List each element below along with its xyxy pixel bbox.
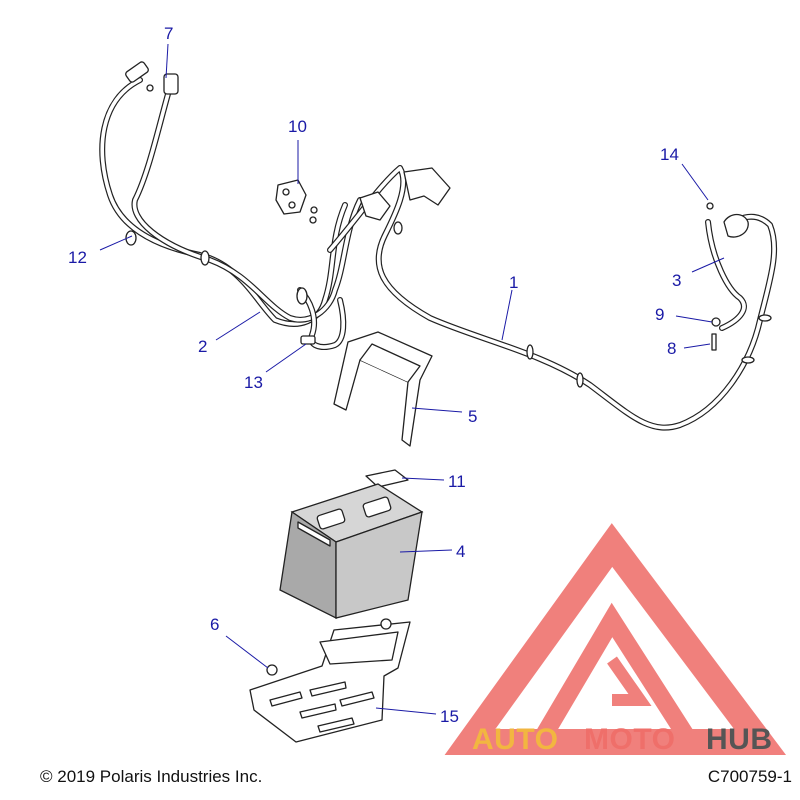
callout-10: 10 bbox=[288, 117, 307, 136]
battery-4 bbox=[279, 483, 424, 620]
callout-14: 14 bbox=[660, 145, 679, 164]
watermark-hub-text: HUB bbox=[706, 723, 773, 756]
watermark-moto-text: MOTO bbox=[584, 723, 675, 756]
battery-tray-15 bbox=[249, 618, 411, 743]
main-cable-1 bbox=[327, 165, 778, 431]
pad-11 bbox=[365, 469, 409, 488]
cable-harness-2 bbox=[99, 61, 363, 350]
watermark-brand-text: AUTO MOTO HUB bbox=[472, 723, 773, 756]
callout-4: 4 bbox=[456, 542, 465, 561]
diagram-code: C700759-1 bbox=[707, 767, 792, 786]
callout-6: 6 bbox=[210, 615, 219, 634]
callout-15: 15 bbox=[440, 707, 459, 726]
callout-7: 7 bbox=[164, 24, 173, 43]
watermark-auto-text: AUTO bbox=[472, 723, 558, 756]
callout-13: 13 bbox=[244, 373, 263, 392]
callout-9: 9 bbox=[655, 305, 664, 324]
callout-1: 1 bbox=[509, 273, 518, 292]
bracket-10 bbox=[275, 179, 318, 224]
callout-12: 12 bbox=[68, 248, 87, 267]
hold-down-bracket-5 bbox=[333, 331, 433, 447]
callout-labels: 7 10 12 2 13 1 14 3 9 8 5 11 4 6 15 bbox=[68, 24, 681, 726]
callout-5: 5 bbox=[468, 407, 477, 426]
callout-3: 3 bbox=[672, 271, 681, 290]
callout-11: 11 bbox=[448, 472, 466, 491]
callout-8: 8 bbox=[667, 339, 676, 358]
leader-lines bbox=[99, 43, 725, 715]
watermark-logo-icon bbox=[444, 523, 787, 755]
callout-2: 2 bbox=[198, 337, 207, 356]
copyright-notice: © 2019 Polaris Industries Inc. bbox=[40, 767, 263, 786]
